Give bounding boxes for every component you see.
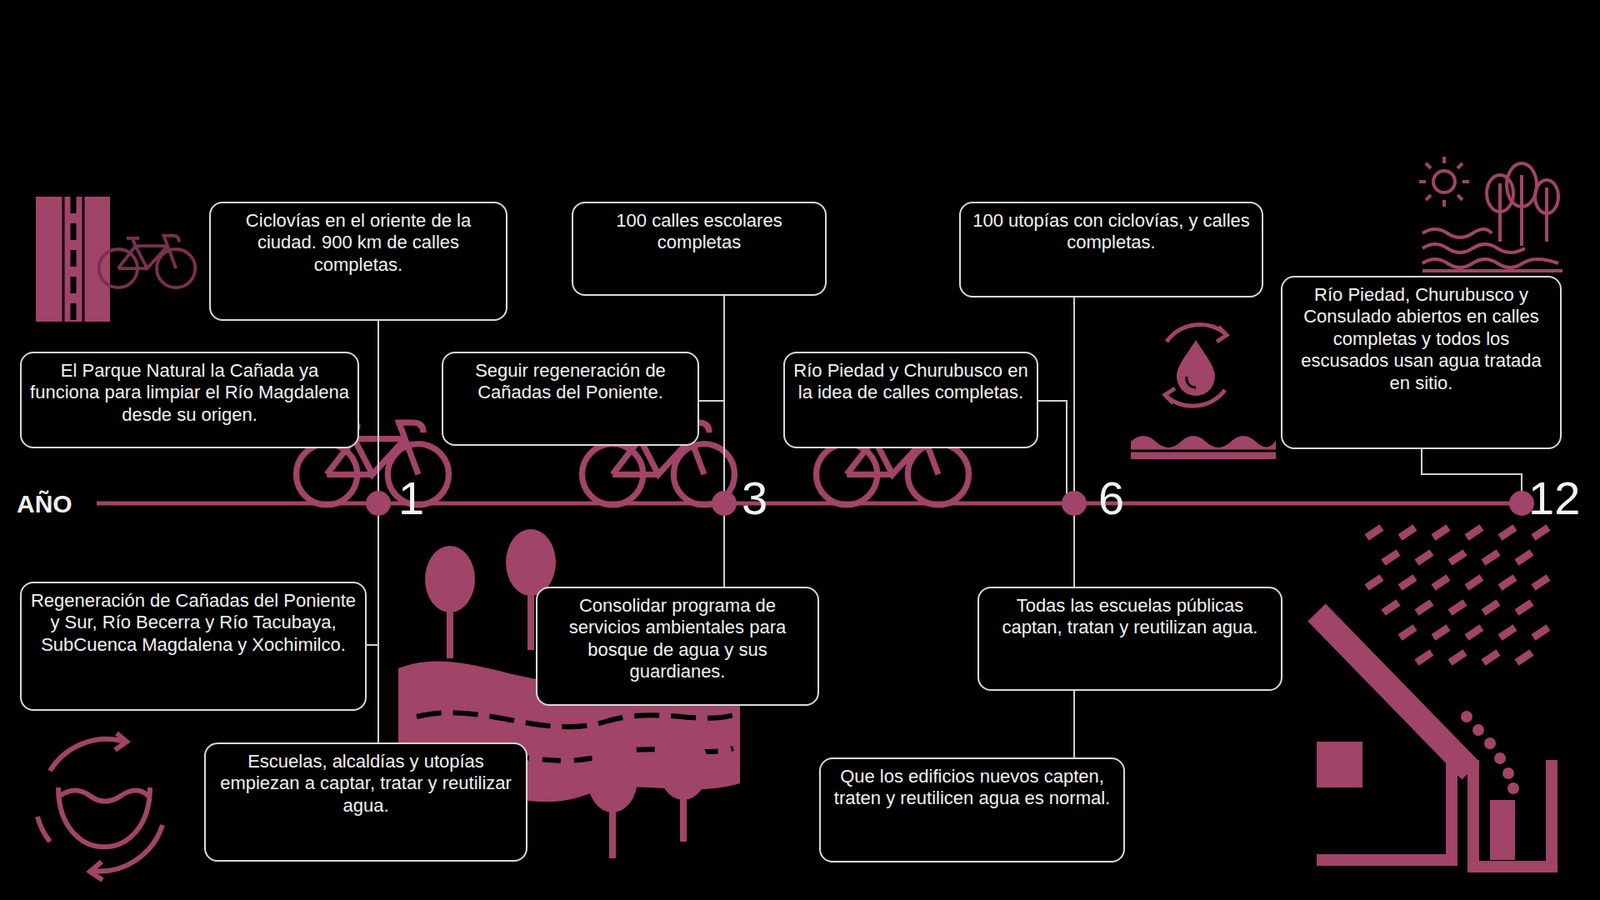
rain-dash	[1483, 552, 1499, 563]
sun-trees-icon	[1419, 156, 1563, 271]
rain-dash	[1450, 552, 1465, 563]
timeline-box: Regeneración de Cañadas del Poniente y S…	[20, 581, 367, 711]
rain-dash	[1400, 577, 1415, 588]
leader-line	[1421, 449, 1522, 504]
rain-dash	[1483, 652, 1499, 663]
box-text: Ciclovías en el oriente de la ciudad. 90…	[219, 210, 498, 276]
rain-dash	[1516, 552, 1532, 563]
rain-dash	[1533, 577, 1549, 588]
box-text: Todas las escuelas públicas captan, trat…	[987, 595, 1273, 640]
leader-line	[1073, 297, 1075, 587]
axis-label: AÑO	[16, 491, 73, 517]
rain-dash	[1500, 527, 1515, 538]
box-text: Que los edificios nuevos capten, traten …	[829, 765, 1115, 810]
leader-line	[377, 320, 380, 743]
timeline-axis	[96, 490, 1535, 516]
rain-dash	[1433, 627, 1449, 638]
rain-house-icon	[1316, 527, 1552, 867]
timeline-box: Consolidar programa de servicios ambient…	[535, 586, 820, 706]
rain-dash	[1416, 552, 1432, 563]
rain-dash	[1533, 627, 1549, 638]
timeline-box: Todas las escuelas públicas captan, trat…	[977, 586, 1283, 691]
box-text: Consolidar programa de servicios ambient…	[545, 595, 810, 684]
leader-line	[1038, 400, 1067, 497]
timeline-line	[96, 501, 1522, 506]
rain-dash	[1516, 652, 1532, 663]
box-text: 100 utopías con ciclovías, y calles comp…	[969, 210, 1254, 255]
rain-dash	[1366, 577, 1382, 588]
rain-dash	[1466, 627, 1482, 638]
rain-dash	[1483, 602, 1499, 613]
timeline-dot	[1061, 490, 1087, 516]
timeline-box: El Parque Natural la Cañada ya funciona …	[20, 351, 360, 449]
rain-dash	[1533, 527, 1549, 538]
rain-dash	[1366, 527, 1382, 538]
rain-dash	[1383, 602, 1399, 613]
timeline-dot	[365, 490, 391, 516]
year-number: 6	[1098, 475, 1125, 522]
leader-line	[366, 644, 379, 646]
rain-dash	[1433, 577, 1449, 588]
timeline-box: Ciclovías en el oriente de la ciudad. 90…	[209, 201, 508, 321]
timeline-box: 100 calles escolares completas	[571, 201, 827, 296]
timeline-box: Río Piedad, Churubusco y Consulado abier…	[1280, 275, 1562, 450]
leader-line	[1073, 690, 1075, 758]
box-text: El Parque Natural la Cañada ya funciona …	[30, 360, 350, 426]
rain-dash	[1450, 602, 1465, 613]
box-text: 100 calles escolares completas	[581, 210, 817, 255]
timeline-box: Seguir regeneración de Cañadas del Ponie…	[441, 351, 700, 446]
year-number: 1	[398, 475, 425, 522]
rain-dash	[1450, 652, 1465, 663]
rain-dash	[1383, 552, 1399, 563]
box-text: Regeneración de Cañadas del Poniente y S…	[30, 590, 357, 656]
rain-dash	[1466, 577, 1482, 588]
timeline-box: Que los edificios nuevos capten, traten …	[819, 757, 1125, 863]
bike-icon	[99, 235, 196, 288]
box-text: Río Piedad, Churubusco y Consulado abier…	[1290, 284, 1552, 395]
timeline-box: 100 utopías con ciclovías, y calles comp…	[959, 201, 1264, 298]
year-number: 3	[741, 475, 768, 522]
rain-dash	[1416, 652, 1432, 663]
rain-dash	[1500, 577, 1515, 588]
water-cycle-icon	[37, 733, 163, 880]
leader-line	[723, 295, 725, 587]
rain-dash	[1500, 627, 1515, 638]
rain-dash	[1416, 602, 1432, 613]
box-text: Escuelas, alcaldías y utopías empiezan a…	[214, 750, 518, 817]
rain-dash	[1433, 527, 1449, 538]
timeline-dot	[711, 490, 737, 516]
rain-dash	[1400, 527, 1415, 538]
rain-dash	[1400, 627, 1415, 638]
timeline-box: Escuelas, alcaldías y utopías empiezan a…	[204, 742, 528, 862]
timeline-box: Río Piedad y Churubusco en la idea de ca…	[783, 351, 1039, 449]
leader-line	[699, 400, 725, 402]
year-number: 12	[1528, 475, 1580, 522]
box-text: Seguir regeneración de Cañadas del Ponie…	[451, 360, 690, 405]
road-icon	[35, 196, 110, 322]
box-text: Río Piedad y Churubusco en la idea de ca…	[793, 360, 1029, 405]
rain-dash	[1466, 527, 1482, 538]
water-waves	[1130, 435, 1276, 460]
water-recycle-icon	[1165, 325, 1227, 407]
rain-dash	[1516, 602, 1532, 613]
